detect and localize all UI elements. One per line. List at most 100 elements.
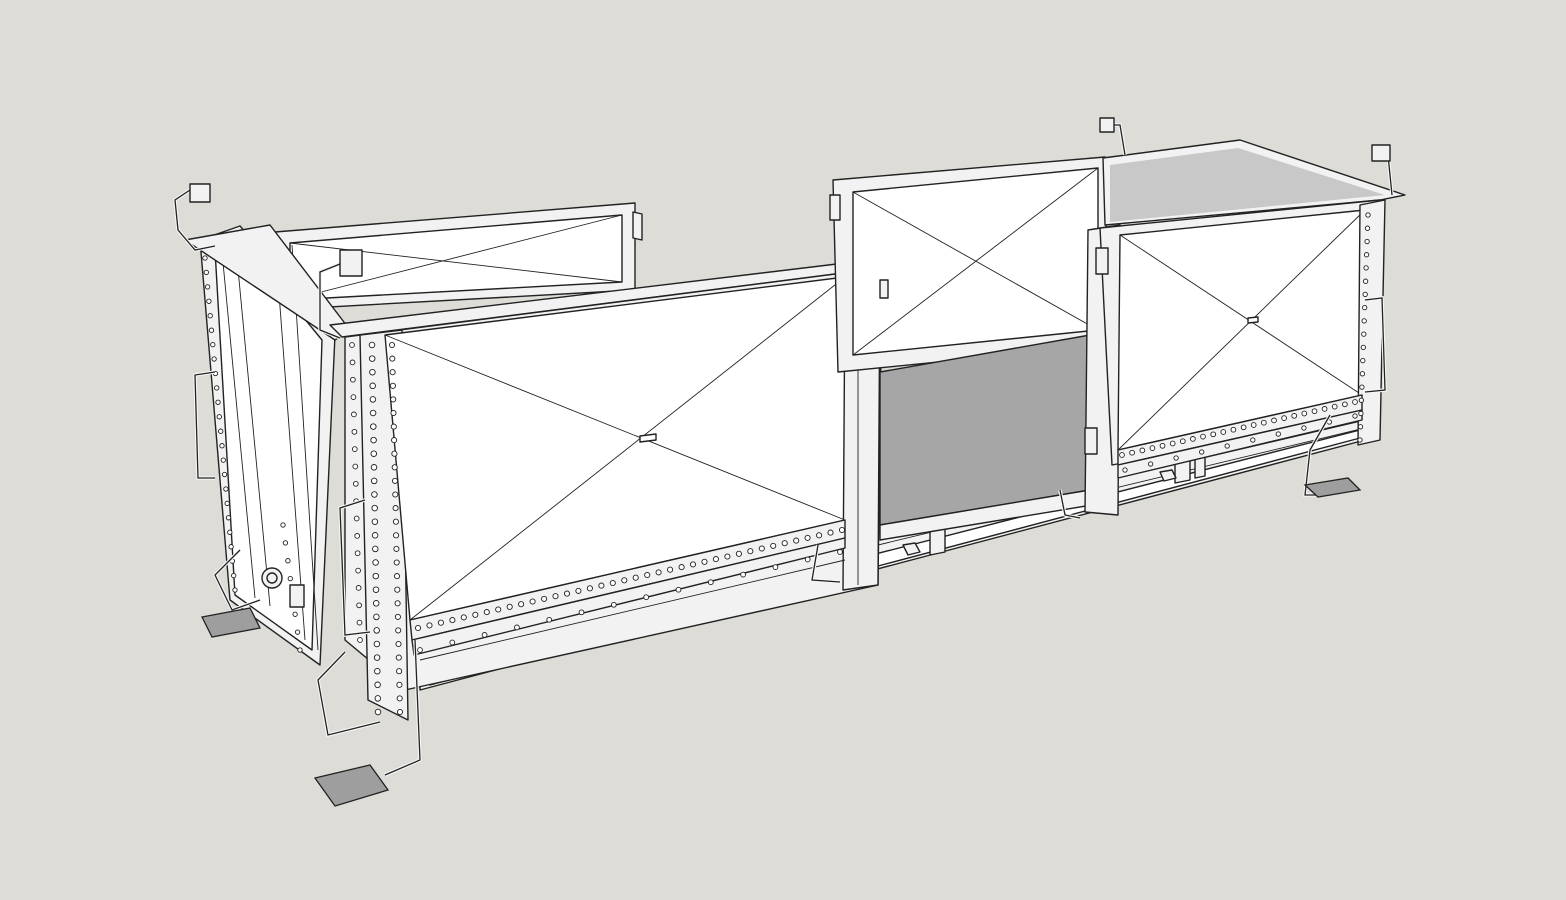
rivet: [667, 566, 674, 573]
rivet: [1331, 403, 1338, 410]
rivet: [204, 284, 211, 290]
rivet: [389, 369, 396, 376]
rivet: [1361, 331, 1367, 337]
rear-left-side-panel: [274, 202, 643, 311]
rivet: [772, 564, 779, 570]
rivet: [350, 376, 356, 383]
rivet: [356, 602, 362, 609]
rivet: [373, 640, 381, 648]
rivet: [206, 298, 212, 304]
rivet: [391, 464, 398, 471]
rivet: [506, 603, 513, 610]
rivet: [396, 708, 404, 716]
right-side-section: [1084, 139, 1406, 516]
rivet: [701, 558, 708, 565]
rivet: [1363, 265, 1369, 271]
rivet: [371, 518, 379, 525]
rivet: [483, 609, 490, 616]
rivet: [370, 436, 377, 444]
rivet: [294, 629, 301, 635]
rivet: [1200, 433, 1206, 440]
rivet: [1301, 410, 1308, 417]
rivet: [1240, 424, 1247, 431]
rivet: [219, 443, 225, 449]
rivet: [391, 437, 398, 444]
rivet: [1360, 357, 1366, 364]
rivet: [373, 654, 381, 661]
rivet: [285, 558, 291, 564]
rivet: [1210, 431, 1217, 438]
rivet: [280, 522, 286, 528]
rivet: [552, 593, 559, 600]
front-left-step: [313, 764, 390, 807]
grab-handles: [173, 117, 1394, 777]
rivet: [655, 569, 662, 576]
rivet: [1129, 449, 1135, 456]
rivet: [518, 601, 525, 608]
rivet: [643, 594, 650, 601]
rivet: [1224, 443, 1230, 449]
rivet: [388, 341, 396, 349]
rivet: [372, 586, 380, 593]
rivet: [392, 491, 399, 498]
rivet: [297, 647, 303, 653]
rivet-rows: [202, 212, 1371, 716]
rivet: [804, 556, 811, 563]
front-left-side-panel: [329, 259, 883, 721]
rivet: [707, 579, 714, 586]
rivet: [758, 545, 765, 552]
rivet: [1358, 397, 1365, 403]
rivet: [228, 544, 234, 550]
rivet: [282, 540, 289, 546]
rivet: [1260, 419, 1267, 426]
rivet: [211, 356, 217, 362]
rivet: [1362, 291, 1368, 298]
rivet: [374, 708, 382, 716]
rivet: [394, 600, 401, 607]
rivet: [394, 586, 401, 593]
rivet: [838, 526, 846, 534]
rivet: [227, 529, 233, 535]
rivet: [369, 382, 376, 390]
rivet: [414, 624, 422, 632]
rivet: [372, 600, 380, 607]
rivet: [395, 640, 402, 648]
rivet: [529, 598, 536, 605]
rivet: [374, 681, 381, 689]
rivet: [1271, 417, 1277, 424]
rivet: [357, 637, 363, 643]
rivet: [390, 423, 397, 430]
rivet: [689, 561, 697, 568]
rivet: [575, 587, 582, 594]
rivet: [1291, 412, 1298, 419]
rivet: [1147, 461, 1154, 467]
rivet: [586, 585, 593, 592]
rivet: [1362, 278, 1369, 284]
rivet: [1173, 455, 1179, 461]
rivet: [355, 567, 361, 574]
rivet: [747, 548, 754, 555]
rivet: [1359, 384, 1365, 390]
rivet: [460, 614, 467, 621]
rivet: [1362, 304, 1368, 311]
rivet: [1360, 344, 1366, 351]
rivet: [374, 667, 381, 675]
rivet: [1169, 440, 1176, 447]
rivet: [372, 545, 379, 553]
rivet: [1179, 438, 1186, 445]
rivet: [215, 399, 221, 405]
rivet: [349, 342, 355, 348]
rivet: [610, 601, 617, 608]
rivet: [472, 611, 479, 618]
rivet: [390, 409, 397, 417]
rivet: [417, 647, 423, 653]
rivet: [393, 559, 400, 566]
rivet: [351, 446, 358, 452]
rivet: [1357, 424, 1364, 430]
rivet: [287, 575, 293, 582]
rivet: [392, 505, 399, 512]
rivet: [232, 587, 238, 593]
rivet: [202, 255, 208, 261]
rivet: [678, 564, 685, 571]
